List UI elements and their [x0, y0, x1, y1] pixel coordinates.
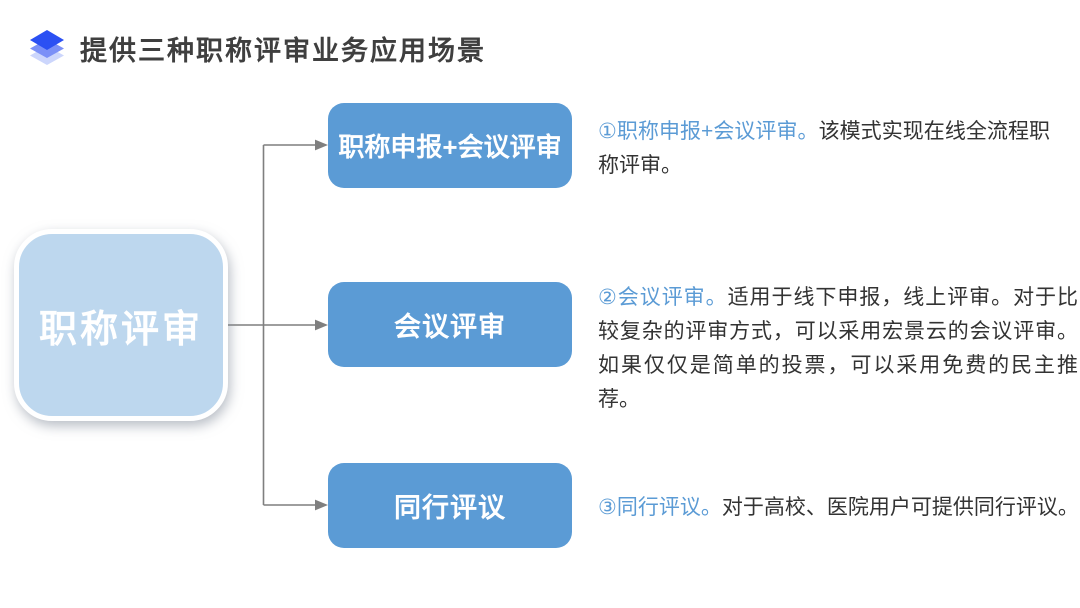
scenario-box-label: 会议评审	[394, 312, 506, 342]
scenario-description-body: 对于高校、医院用户可提供同行评议。	[721, 496, 1079, 519]
scenario-description-3: ③同行评议。对于高校、医院用户可提供同行评议。	[598, 491, 1080, 525]
scenario-description-2: ②会议评审。适用于线下申报，线上评审。对于比较复杂的评审方式，可以采用宏景云的会…	[598, 281, 1078, 417]
arrowhead-bottom	[315, 499, 328, 511]
root-node-label: 职称评审	[38, 308, 203, 351]
scenario-box-peer-review: 同行评议	[328, 463, 572, 548]
arrowhead-middle	[315, 319, 328, 331]
scenario-box-label: 职称申报+会议评审	[338, 132, 562, 162]
scenario-description-lead: ①职称申报+会议评审。	[598, 120, 819, 143]
scenario-description-1: ①职称申报+会议评审。该模式实现在线全流程职称评审。	[598, 115, 1050, 183]
scenario-box-declaration-meeting-review: 职称申报+会议评审	[328, 103, 572, 188]
arrowhead-top	[315, 139, 328, 151]
root-node-title-review: 职称评审	[14, 229, 228, 421]
scenario-description-lead: ③同行评议。	[598, 496, 722, 519]
page-title: 提供三种职称评审业务应用场景	[80, 35, 486, 66]
scenario-description-body: 该模式实现在线全流程职称评审。	[598, 120, 1051, 177]
scenario-description-body: 适用于线下申报，线上评审。对于比较复杂的评审方式，可以采用宏景云的会议评审。如果…	[598, 286, 1079, 411]
scenario-box-meeting-review: 会议评审	[328, 282, 572, 367]
header: 提供三种职称评审业务应用场景	[26, 28, 486, 68]
stacked-layers-icon	[30, 30, 64, 65]
scenario-box-label: 同行评议	[394, 493, 506, 523]
scenario-description-lead: ②会议评审。	[598, 286, 728, 309]
